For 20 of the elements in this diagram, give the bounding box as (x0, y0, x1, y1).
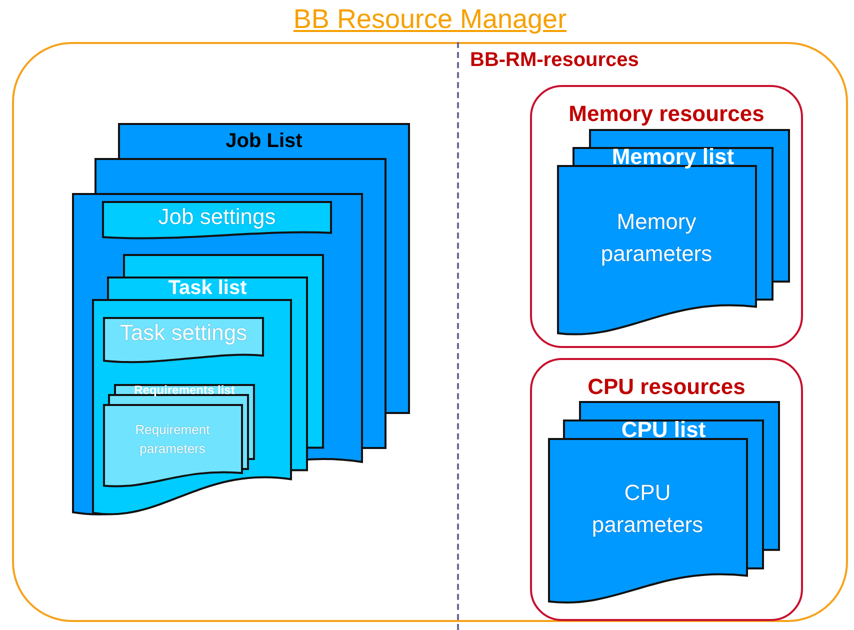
group-heading: Memory resources (568, 101, 766, 127)
list-heading: Task list (168, 277, 247, 300)
document-stack (548, 402, 779, 606)
settings-label: Job settings (157, 204, 277, 230)
list-heading: Requirements list (134, 383, 235, 397)
parameters-label: CPU parameters (590, 479, 704, 540)
document-stack (557, 130, 789, 338)
resource-group-box (530, 85, 803, 348)
parameters-label: Requirement parameters (134, 421, 211, 458)
section-label: BB-RM-resources (470, 49, 639, 72)
resource-group-box (530, 358, 803, 621)
settings-document (103, 317, 264, 363)
group-heading: CPU resources (586, 374, 746, 400)
document-stack (103, 385, 254, 488)
parameters-label: Memory parameters (600, 208, 714, 268)
settings-document (102, 201, 332, 239)
settings-label: Task settings (118, 320, 248, 346)
list-heading: Job List (226, 130, 302, 153)
list-heading: CPU list (621, 416, 706, 443)
list-heading: Memory list (612, 144, 734, 170)
